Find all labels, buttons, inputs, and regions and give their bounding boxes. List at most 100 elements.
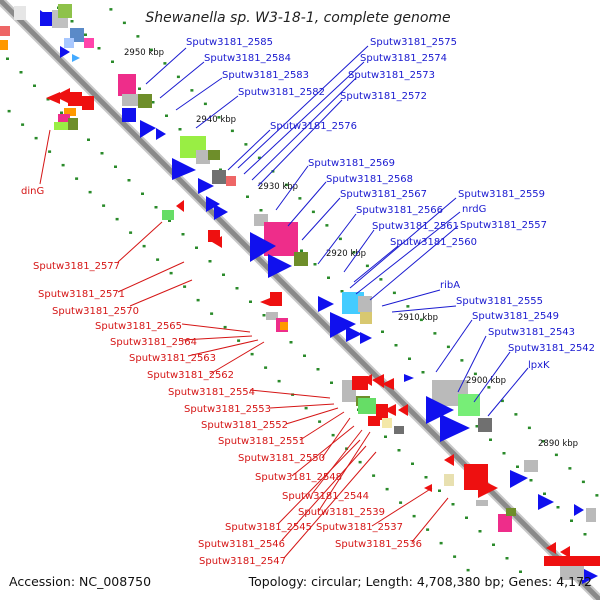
tick-dot [424, 476, 428, 479]
gene-label: Sputw3181_2561 [372, 221, 459, 232]
tick-dot [168, 219, 171, 222]
gene-feature [72, 54, 80, 62]
tick-dot [21, 123, 25, 126]
tick-dot [163, 62, 167, 65]
tick-dot [111, 60, 114, 63]
tick-dot [244, 143, 248, 146]
gene-label: Sputw3181_2554 [168, 387, 255, 398]
gene-feature [64, 108, 76, 116]
tick-dot [325, 224, 329, 227]
gene-feature [268, 254, 292, 278]
tick-dot [138, 87, 141, 90]
tick-dot [250, 352, 254, 356]
tick-dot [492, 543, 495, 546]
tick-dot [127, 179, 131, 182]
tick-dot [568, 467, 572, 470]
forward-labels: Sputw3181_2585 Sputw3181_2584 Sputw3181_… [186, 37, 595, 371]
gene-feature [398, 404, 408, 416]
tick-dot [304, 406, 308, 410]
gene-label: Sputw3181_2560 [390, 237, 477, 248]
gene-label: Sputw3181_2549 [472, 311, 559, 322]
tick-dot [519, 570, 522, 573]
kbp-label: 2920 kbp [326, 249, 366, 259]
gene-label: Sputw3181_2582 [238, 87, 325, 98]
gene-label: ribA [440, 280, 460, 291]
tick-dot [46, 98, 50, 101]
gene-feature [574, 504, 584, 516]
tick-dot [33, 84, 36, 87]
gene-feature [498, 514, 512, 532]
gene-feature [226, 176, 236, 186]
gene-feature [122, 94, 140, 106]
tick-dot [527, 426, 531, 430]
tick-dot [595, 494, 599, 497]
gene-feature [118, 74, 136, 96]
tick-dot [154, 206, 158, 209]
tick-dot [331, 433, 335, 437]
gene-label: Sputw3181_2564 [110, 337, 197, 348]
gene-feature [358, 296, 372, 312]
tick-dot [102, 204, 106, 207]
tick-dot [330, 381, 333, 384]
tick-dot [88, 190, 92, 194]
reverse-labels: dinG Sputw3181_2577 Sputw3181_2571 Sputw… [21, 186, 422, 567]
gene-label: Sputw3181_2536 [335, 539, 422, 550]
tick-dot [149, 48, 153, 52]
tick-dot [257, 156, 261, 160]
tick-dot [316, 368, 320, 371]
gene-label: Sputw3181_2568 [326, 174, 413, 185]
tick-dot [466, 568, 470, 572]
gene-feature [270, 292, 282, 306]
gene-feature [360, 312, 372, 324]
gene-label: Sputw3181_2583 [222, 70, 309, 81]
gene-feature [280, 322, 288, 330]
tick-dot [478, 530, 482, 533]
tick-dot [176, 75, 180, 79]
gene-feature [40, 10, 48, 22]
kbp-label: 2910 kbp [398, 313, 438, 323]
gene-feature [156, 128, 166, 140]
tick-dot [249, 300, 252, 303]
gene-feature [358, 398, 376, 414]
gene-label: Sputw3181_2548 [255, 472, 342, 483]
gene-feature [212, 170, 226, 184]
tick-dot [529, 479, 533, 482]
tick-dot [541, 440, 545, 443]
gene-feature [384, 404, 396, 416]
tick-dot [48, 150, 52, 153]
tick-dot [554, 453, 558, 457]
tick-dot [408, 357, 411, 360]
gene-feature [458, 394, 480, 416]
gene-feature [266, 312, 278, 320]
tick-dot [289, 341, 293, 344]
tick-dot [222, 273, 225, 276]
tick-dot [70, 20, 74, 23]
tick-dot [372, 474, 376, 477]
tick-dot [259, 209, 263, 212]
tick-dot [426, 528, 430, 531]
gene-feature [524, 460, 538, 472]
tick-dot [399, 501, 403, 504]
tick-dot [516, 465, 519, 468]
tick-dot [397, 449, 401, 452]
tick-dot [570, 519, 573, 522]
tick-dot [156, 258, 160, 261]
tick-dot [453, 555, 457, 558]
tick-dot [129, 231, 133, 234]
gene-feature [46, 92, 60, 104]
topology-text: Topology: circular; Length: 4,708,380 bp… [248, 574, 592, 589]
tick-dot [500, 399, 504, 403]
gene-label: Sputw3181_2547 [199, 556, 286, 567]
tick-dot [384, 435, 387, 438]
kbp-scale: 2950 kbp 2940 kbp 2930 kbp 2920 kbp 2910… [124, 48, 578, 449]
tick-dot [262, 314, 266, 317]
tick-dot [122, 21, 126, 25]
tick-dot [7, 109, 11, 113]
tick-dot [379, 278, 383, 281]
gene-label: Sputw3181_2551 [218, 436, 305, 447]
gene-feature [346, 326, 362, 342]
tick-dot [277, 379, 281, 383]
tick-dot [411, 462, 414, 465]
